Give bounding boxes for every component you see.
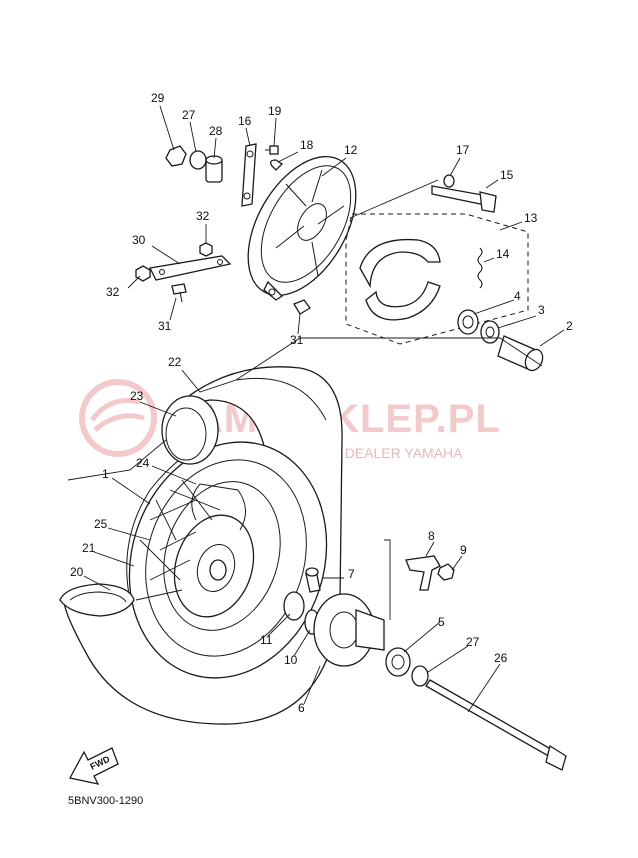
- camshaft-lever: [241, 143, 257, 207]
- callout-9: 9: [460, 543, 467, 557]
- callout-11: 11: [260, 633, 273, 647]
- callout-27-upper: 27: [182, 108, 196, 122]
- callout-1: 1: [102, 467, 109, 481]
- callout-16: 16: [238, 114, 252, 128]
- nut-9: [437, 563, 455, 581]
- callout-4: 4: [514, 289, 521, 303]
- callout-25: 25: [94, 517, 108, 531]
- nut-32-upper: [199, 242, 213, 257]
- spring-14: [477, 247, 483, 289]
- washer-27-upper: [189, 150, 207, 170]
- leader-lines: [67, 105, 565, 713]
- callout-24: 24: [136, 456, 150, 470]
- washer-27-lower: [411, 665, 429, 687]
- callout-14: 14: [496, 247, 510, 261]
- callout-15: 15: [500, 168, 514, 182]
- callout-2: 2: [566, 319, 573, 333]
- wheel-hub: [173, 483, 255, 618]
- callout-18: 18: [300, 138, 314, 152]
- brake-shoe-kit: [359, 238, 441, 321]
- callout-8: 8: [428, 529, 435, 543]
- o-ring-11: [283, 591, 305, 621]
- collar-28: [205, 155, 223, 183]
- callout-21: 21: [82, 541, 96, 555]
- callout-22: 22: [168, 355, 182, 369]
- nut-29: [165, 145, 187, 167]
- callout-17: 17: [456, 143, 470, 157]
- oil-seal-3: [480, 320, 500, 344]
- bolt-19: [265, 145, 279, 155]
- callout-7: 7: [348, 567, 355, 581]
- callout-10: 10: [284, 653, 298, 667]
- bracket-8: [405, 555, 441, 591]
- callout-23: 23: [130, 389, 144, 403]
- tension-bar-30: [149, 255, 232, 281]
- callout-28: 28: [209, 124, 223, 138]
- spacer-2: [497, 335, 544, 372]
- collar-7: [305, 567, 321, 593]
- bearing-4: [457, 309, 479, 335]
- callout-29: 29: [151, 91, 165, 105]
- seal-17: [443, 174, 455, 188]
- nut-32-lower: [135, 265, 151, 282]
- tube-23: [161, 395, 219, 465]
- callout-13: 13: [524, 211, 538, 225]
- hub-flange-6: [313, 593, 385, 667]
- callout-32-lower: 32: [106, 285, 120, 299]
- clip-18: [270, 159, 284, 171]
- callout-26: 26: [494, 651, 508, 665]
- callout-30: 30: [132, 233, 146, 247]
- watermark-logo-icon: [79, 379, 157, 457]
- callout-3: 3: [538, 303, 545, 317]
- callout-5: 5: [438, 615, 445, 629]
- callout-labels: 29 27 28 16 19 18 12 17 15 13 14 32 30 3…: [70, 91, 573, 715]
- callout-20: 20: [70, 565, 84, 579]
- diagram-code: 5BNV300-1290: [68, 795, 143, 807]
- brake-shoe-plate: [247, 155, 357, 301]
- rim-band-20: [59, 583, 135, 617]
- camshaft-15: [431, 185, 497, 213]
- forward-arrow-icon: FWD: [69, 747, 119, 785]
- spokes: [135, 479, 221, 601]
- bearing-5: [385, 647, 411, 677]
- callout-31-right: 31: [290, 333, 304, 347]
- bolt-31-right: [293, 299, 311, 315]
- axle-26: [425, 679, 567, 771]
- callout-31-left: 31: [158, 319, 172, 333]
- callout-32-upper: 32: [196, 209, 210, 223]
- callout-27-lower: 27: [466, 635, 480, 649]
- callout-12: 12: [344, 143, 358, 157]
- brake-shoe-group-outline: [345, 213, 529, 345]
- bolt-31-left: [171, 283, 187, 303]
- callout-19: 19: [268, 104, 282, 118]
- callout-6: 6: [298, 701, 305, 715]
